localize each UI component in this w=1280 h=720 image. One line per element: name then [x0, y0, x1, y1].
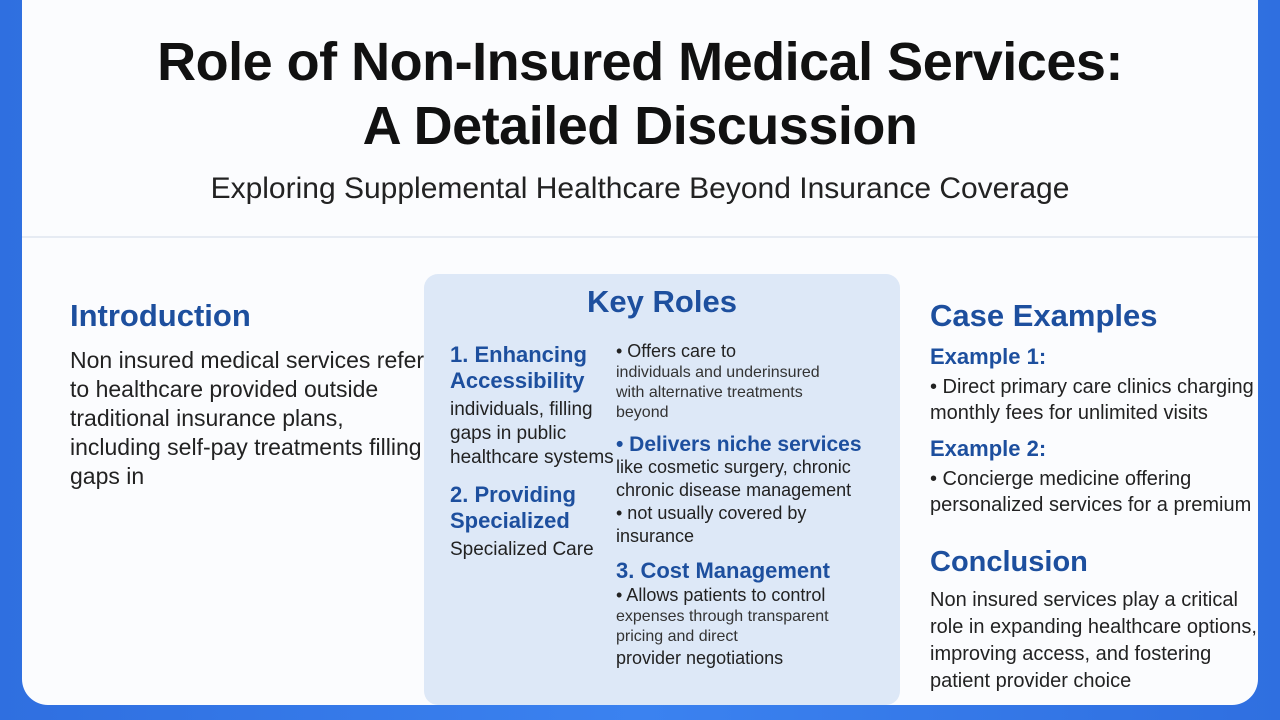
niche-bullet-line: like cosmetic surgery, chronic	[616, 457, 851, 477]
introduction-section: Introduction Non insured medical service…	[70, 298, 430, 491]
role-3-title: 3. Cost Management	[616, 558, 830, 583]
role-1-bullets: • Offers care to individuals and underin…	[616, 340, 892, 423]
example-2-title: Example 2:	[930, 436, 1047, 461]
role-2-body: Specialized Care	[450, 539, 594, 560]
example-1-title: Example 1:	[930, 344, 1047, 369]
key-roles-left-column: 1. Enhancing Accessibility individuals, …	[450, 342, 620, 574]
role-3-line: pricing and direct	[616, 628, 738, 645]
slide: Role of Non-Insured Medical Services: A …	[22, 0, 1258, 705]
header-divider	[22, 236, 1258, 238]
slide-title: Role of Non-Insured Medical Services: A …	[22, 30, 1258, 158]
role-2-title: 2. Providing Specialized	[450, 482, 576, 533]
case-examples-section: Case Examples Example 1: • Direct primar…	[930, 298, 1270, 518]
conclusion-body: Non insured services play a critical rol…	[930, 589, 1257, 692]
niche-bullet-line: • not usually covered by	[616, 503, 807, 523]
introduction-body: Non insured medical services refer to he…	[70, 347, 425, 489]
niche-services-bullet: • Delivers niche services	[616, 433, 862, 456]
title-line-2: A Detailed Discussion	[362, 96, 918, 156]
key-roles-heading: Key Roles	[587, 284, 737, 319]
role-1-bullet-line: beyond	[616, 404, 669, 421]
role-3-line: provider negotiations	[616, 648, 784, 668]
role-2: 2. Providing Specialized Specialized Car…	[450, 482, 620, 562]
niche-bullet-line: chronic disease management	[616, 480, 852, 500]
key-roles-right-column: • Offers care to individuals and underin…	[616, 340, 892, 680]
conclusion-section: Conclusion Non insured services play a c…	[930, 546, 1270, 695]
role-3-line: expenses through transparent	[616, 608, 829, 625]
slide-subtitle: Exploring Supplemental Healthcare Beyond…	[210, 172, 1070, 205]
role-1-bullet-line: • Offers care to	[616, 341, 737, 361]
role-1: 1. Enhancing Accessibility individuals, …	[450, 342, 620, 470]
case-examples-heading: Case Examples	[930, 298, 1158, 333]
role-1-niche-bullets: • Delivers niche services like cosmetic …	[616, 433, 892, 548]
key-roles-panel: Key Roles 1. Enhancing Accessibility ind…	[424, 274, 900, 705]
niche-bullet-line: insurance	[616, 526, 695, 546]
role-1-bullet-line: with alternative treatments	[616, 384, 803, 401]
role-3: 3. Cost Management • Allows patients to …	[616, 558, 892, 670]
role-1-body: individuals, filling gaps in public heal…	[450, 399, 614, 468]
conclusion-heading: Conclusion	[930, 546, 1088, 578]
role-1-title: 1. Enhancing Accessibility	[450, 342, 587, 393]
example-2-body: • Concierge medicine offering personaliz…	[930, 468, 1252, 516]
title-line-1: Role of Non-Insured Medical Services:	[157, 32, 1123, 92]
role-3-line: • Allows patients to control	[616, 585, 826, 605]
example-1-body: • Direct primary care clinics charging m…	[930, 376, 1254, 424]
introduction-heading: Introduction	[70, 298, 251, 333]
role-1-bullet-line: individuals and underinsured	[616, 364, 820, 381]
